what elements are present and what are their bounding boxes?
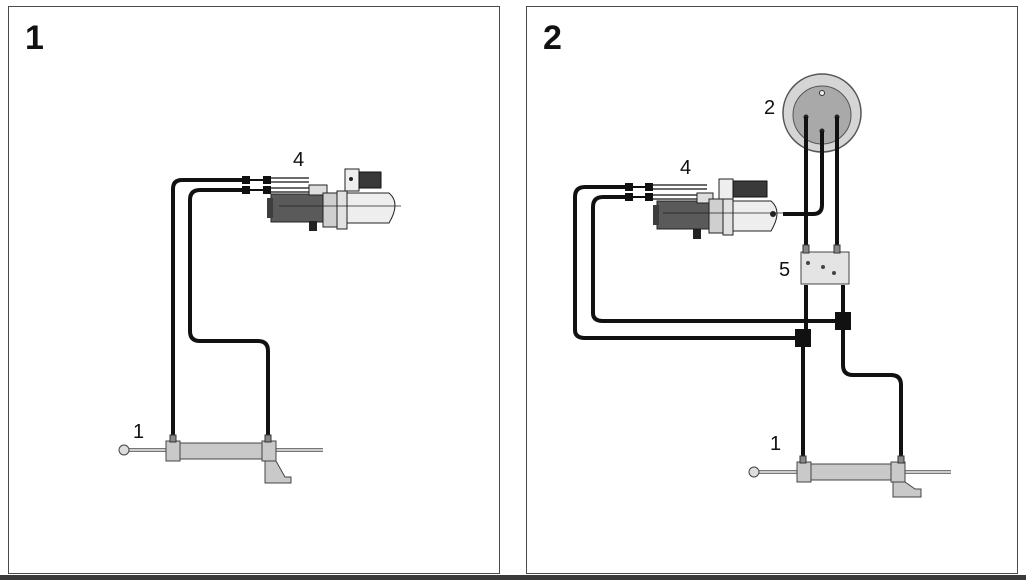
pump-unit	[267, 168, 401, 231]
hose-helm-return	[783, 131, 824, 216]
pump-unit	[653, 178, 785, 239]
diagram-panel-1: 1 1 4	[8, 6, 500, 574]
tee-fittings	[795, 312, 851, 347]
label-pump: 4	[293, 149, 305, 171]
label-pump: 4	[680, 157, 692, 179]
hose-lines	[171, 178, 270, 441]
hose-lines	[573, 117, 903, 463]
cylinder-bracket	[264, 460, 292, 484]
label-cylinder: 1	[770, 433, 782, 455]
hose-left	[171, 178, 246, 441]
pump-motor	[270, 193, 324, 223]
hose-fittings	[625, 183, 707, 201]
label-valve: 5	[779, 259, 791, 281]
hydraulic-schematic-1	[118, 168, 401, 484]
cylinder-bracket	[892, 481, 922, 498]
bottom-divider	[0, 575, 1026, 580]
label-helm: 2	[764, 97, 776, 119]
label-cylinder: 1	[133, 421, 145, 443]
panel-number: 2	[543, 19, 562, 57]
hose-pump-inner	[591, 195, 844, 323]
hydraulic-schematic-2	[573, 73, 951, 498]
pump-reservoir	[346, 192, 396, 224]
pump-reservoir	[732, 200, 778, 232]
panel-number: 1	[25, 19, 44, 57]
hose-pump-outer	[573, 185, 803, 340]
hose-cyl-right	[841, 323, 903, 463]
valve-block	[800, 244, 850, 285]
hose-right	[188, 188, 270, 441]
hose-fittings	[242, 176, 309, 194]
pump-motor	[656, 200, 710, 230]
diagram-panel-2: 2 2 4 5 1	[526, 6, 1018, 574]
steering-cylinder	[748, 455, 951, 498]
steering-cylinder	[118, 434, 323, 484]
